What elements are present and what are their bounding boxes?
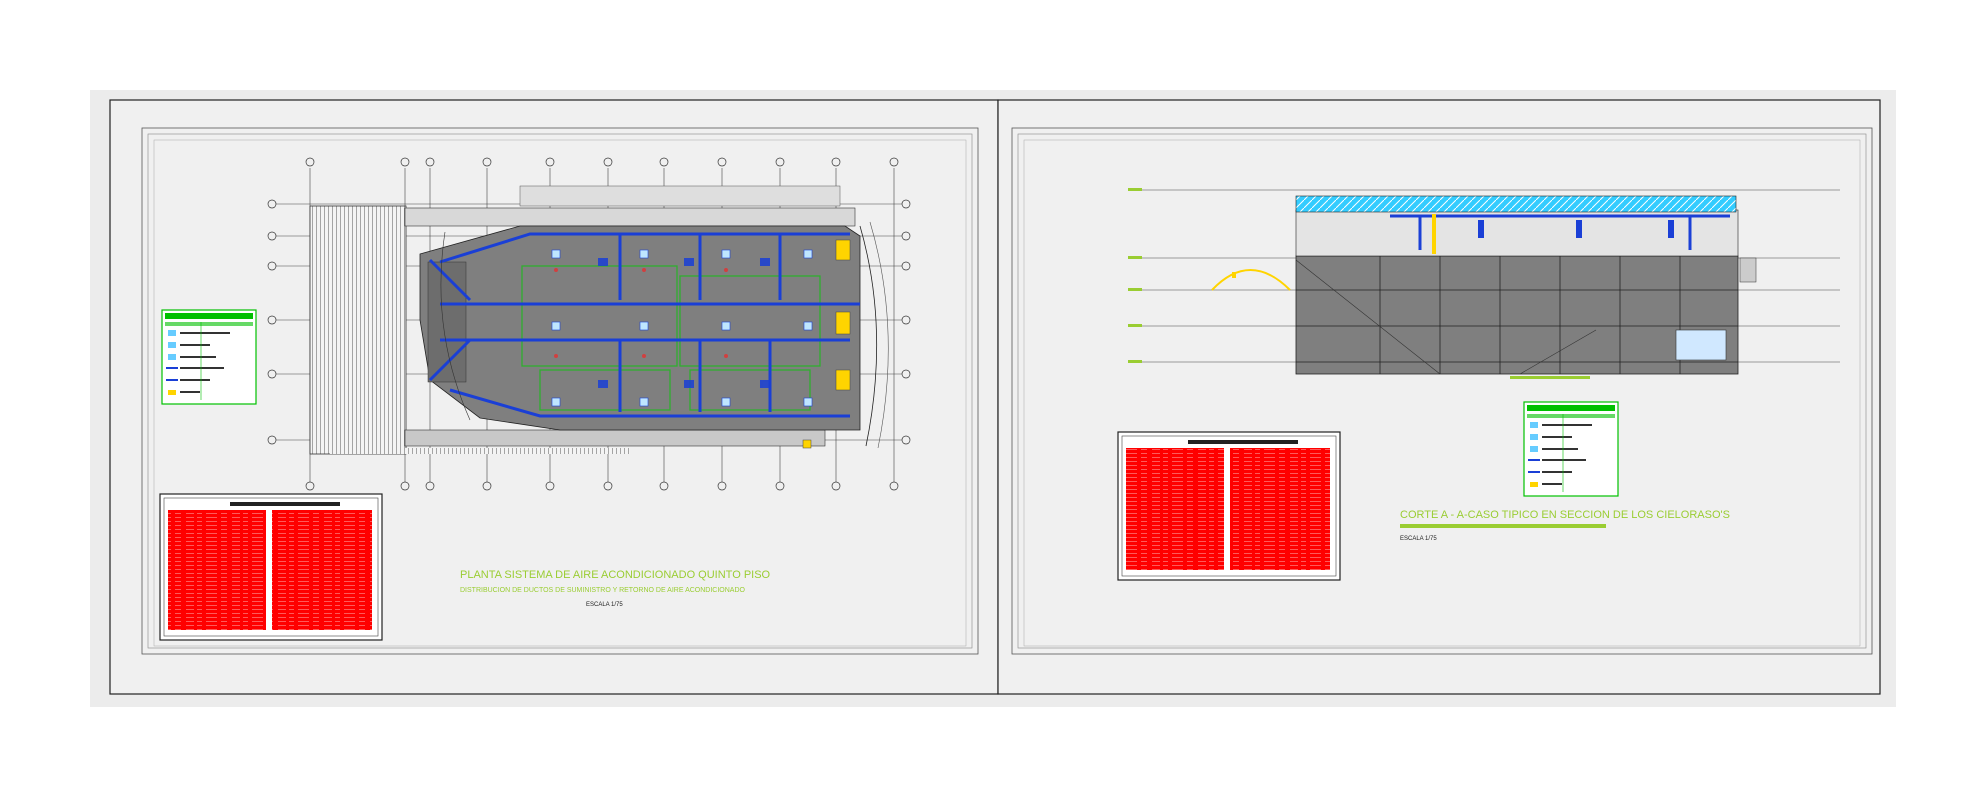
corridor-top (404, 207, 856, 227)
section-ducts (1390, 214, 1730, 250)
left-scale: ESCALA 1/75 (586, 602, 623, 608)
notes-left (159, 493, 383, 641)
left-title: PLANTA SISTEMA DE AIRE ACONDICIONADO QUI… (460, 569, 771, 581)
stair-hatch-left (309, 205, 407, 455)
left-sheet: PLANTA SISTEMA DE AIRE ACONDICIONADO QUI… (109, 99, 999, 695)
supply-ducts (428, 232, 860, 418)
section-floors (1295, 255, 1739, 375)
notes-right (1117, 431, 1341, 581)
right-title: CORTE A - A-CASO TIPICO EN SECCION DE LO… (1400, 509, 1730, 521)
corridor-bottom (404, 429, 826, 447)
legend-left (161, 309, 257, 405)
right-title-underline (1400, 524, 1606, 528)
legend-right (1523, 401, 1619, 497)
right-sheet: CORTE A - A-CASO TIPICO EN SECCION DE LO… (997, 99, 1881, 695)
roof-truss (1295, 195, 1737, 213)
right-scale: ESCALA 1/75 (1400, 536, 1437, 542)
left-subtitle: DISTRIBUCION DE DUCTOS DE SUMINISTRO Y R… (460, 587, 746, 594)
